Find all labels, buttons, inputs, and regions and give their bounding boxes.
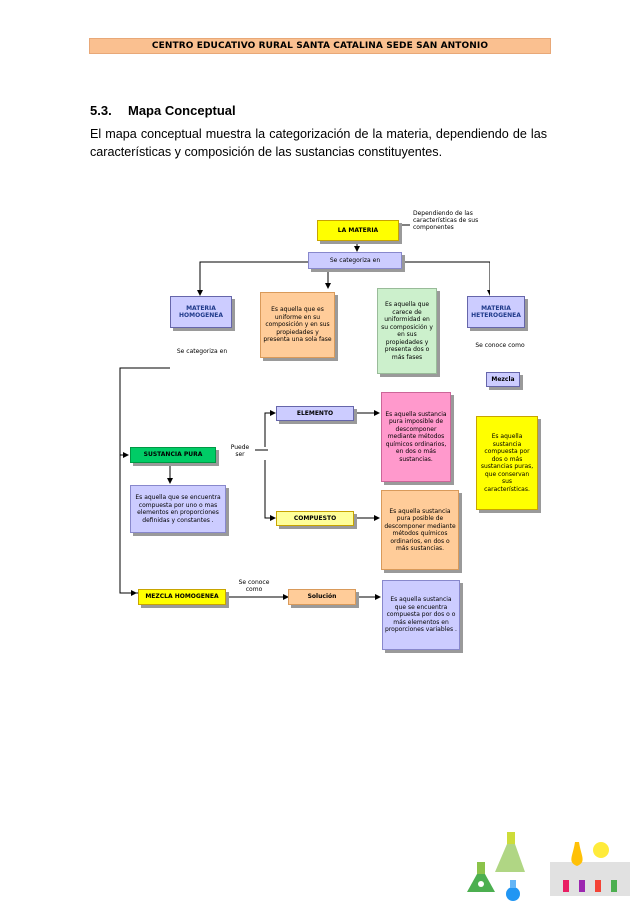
se-conoce-como-label: Se conoce como xyxy=(475,342,525,349)
materia-homogenea-node: MATERIA HOMOGENEA xyxy=(170,296,232,328)
compuesto-node: COMPUESTO xyxy=(276,511,354,526)
heterogenea-def-node: Es aquella que carece de uniformidad en … xyxy=(377,288,437,374)
sustancia-pura-node: SUSTANCIA PURA xyxy=(130,447,216,463)
section-number: 5.3. xyxy=(90,103,112,118)
solucion-node: Solución xyxy=(288,589,356,605)
la-materia-node: LA MATERIA xyxy=(317,220,399,241)
categoriza-node: Se categoriza en xyxy=(308,252,402,269)
body-paragraph: El mapa conceptual muestra la categoriza… xyxy=(90,127,547,159)
solucion-def-node: Es aquella sustancia que se encuentra co… xyxy=(382,580,460,650)
elemento-node: ELEMENTO xyxy=(276,406,354,421)
mezcla-homogenea-node: MEZCLA HOMOGENEA xyxy=(138,589,226,605)
dependiendo-label: Dependiendo de las características de su… xyxy=(413,210,479,231)
page-header: Centro Educativo Rural Santa Catalina Se… xyxy=(89,38,551,54)
mezcla-def-node: Es aquella sustancia compuesta por dos o… xyxy=(476,416,538,510)
concept-map: LA MATERIA Dependiendo de las caracterís… xyxy=(110,200,538,660)
compuesto-def-node: Es aquella sustancia pura posible de des… xyxy=(381,490,459,570)
puede-ser-label: Puede ser xyxy=(230,444,250,458)
section-heading: 5.3. Mapa Conceptual xyxy=(90,103,236,118)
concept-map-connectors xyxy=(119,224,490,600)
mezcla-node: Mezcla xyxy=(486,372,520,387)
homogenea-def-node: Es aquella que es uniforme en su composi… xyxy=(260,292,335,358)
se-categoriza-en-label: Se categoriza en xyxy=(176,348,228,355)
header-text: Centro Educativo Rural Santa Catalina Se… xyxy=(151,41,489,51)
se-conoce-como-2-label: Se conoce como xyxy=(238,579,270,593)
section-title: Mapa Conceptual xyxy=(128,103,236,118)
elemento-def-node: Es aquella sustancia pura imposible de d… xyxy=(381,392,451,482)
materia-heterogenea-node: MATERIA HETEROGENEA xyxy=(467,296,525,328)
sustancia-def-node: Es aquella que se encuentra compuesta po… xyxy=(130,485,226,533)
chemistry-logo-image xyxy=(455,822,635,902)
